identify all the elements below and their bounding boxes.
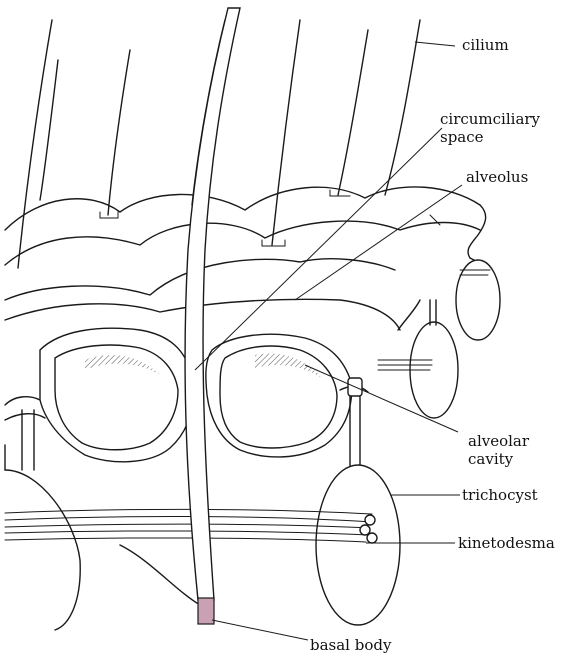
alveolus-label: alveolus	[466, 168, 528, 186]
background-trichocysts	[378, 205, 500, 418]
cilium-label: cilium	[462, 36, 509, 54]
pellicle-domes	[5, 187, 480, 330]
alveolar-cavity-label: alveolar cavity	[468, 432, 529, 468]
circumciliary-space-label: circumciliary space	[440, 110, 540, 146]
basal-body-label: basal body	[310, 636, 391, 654]
basal-body-shape	[198, 598, 214, 624]
kinetodesma-label: kinetodesma	[458, 534, 555, 552]
trichocyst-label: trichocyst	[462, 486, 538, 504]
